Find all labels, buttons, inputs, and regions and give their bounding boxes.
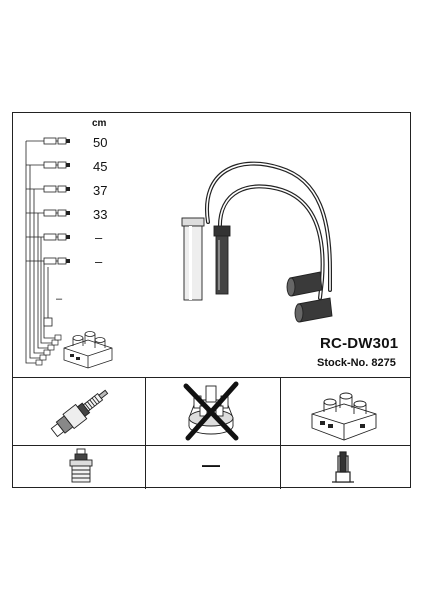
length-label-3: 37	[93, 183, 108, 198]
no-item-mark: —	[202, 455, 220, 475]
plug-connector-icon	[69, 448, 93, 483]
coil-terminal-icon	[332, 451, 354, 483]
distributor-cap-crossed-icon	[183, 381, 239, 441]
length-label-4: 33	[93, 207, 108, 222]
ignition-cable-set-icon	[181, 161, 333, 323]
divider-vertical-right	[280, 377, 281, 489]
product-sheet	[12, 112, 411, 489]
divider-horizontal-top	[13, 377, 410, 378]
length-label-2: 45	[93, 159, 108, 174]
length-unit-label: cm	[92, 118, 107, 129]
stock-number: Stock-No. 8275	[317, 357, 396, 369]
divider-horizontal-bottom	[13, 445, 410, 446]
divider-vertical-left	[145, 377, 146, 489]
ignition-coil-pack-icon	[311, 392, 377, 441]
ignition-coil-pack-icon-small	[63, 331, 113, 369]
spark-plug-icon	[50, 389, 109, 438]
length-extra-mark: –	[56, 293, 63, 305]
cable-length-diagram-icon	[25, 137, 70, 366]
length-label-5: –	[95, 230, 103, 245]
length-label-6: –	[95, 254, 103, 269]
length-label-1: 50	[93, 135, 108, 150]
model-number: RC-DW301	[320, 335, 399, 352]
